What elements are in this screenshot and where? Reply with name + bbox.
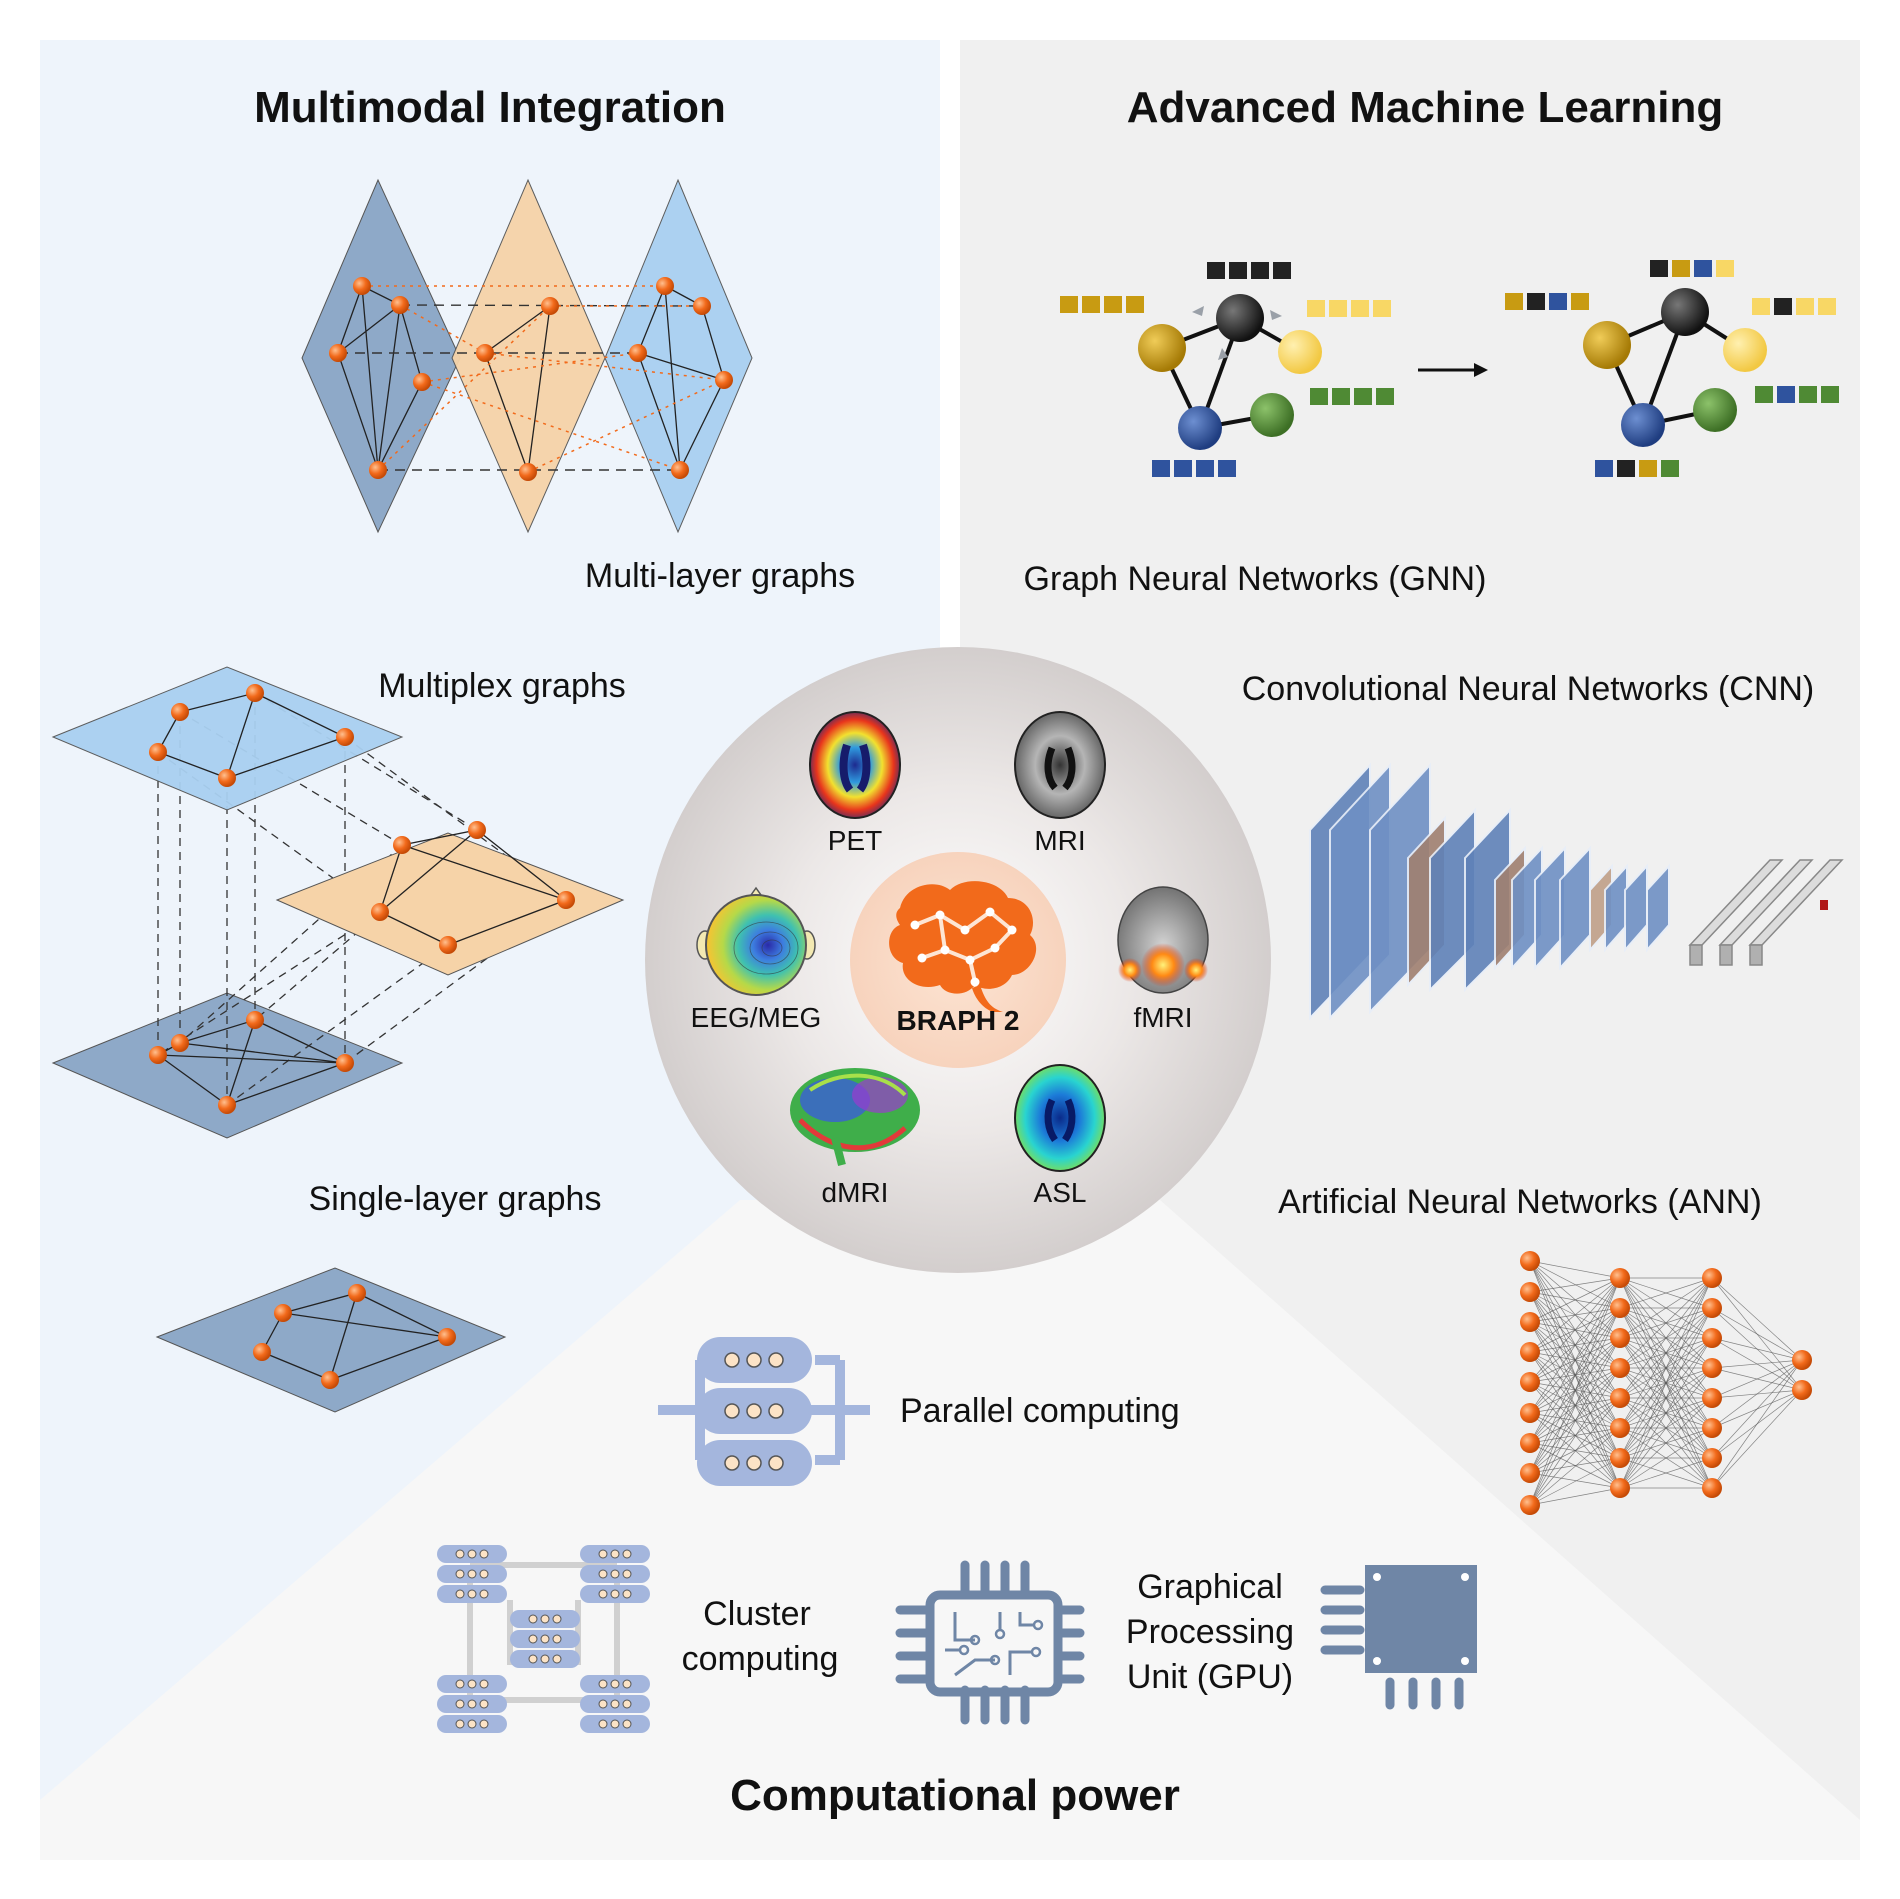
ann-figure xyxy=(1520,1251,1812,1515)
single-layer-nodes xyxy=(253,1284,456,1389)
single-layer xyxy=(155,1267,507,1413)
ann-node xyxy=(1520,1342,1540,1362)
mri-scan-image xyxy=(1014,711,1106,819)
server-stack xyxy=(510,1610,580,1668)
multiplex-graph-figure xyxy=(51,666,625,1139)
gnn-figure xyxy=(1060,260,1839,477)
dmri-tractography-image xyxy=(790,1068,920,1167)
server-stack xyxy=(437,1545,507,1603)
ann-node xyxy=(1702,1418,1722,1438)
gpu-label-line3: Unit (GPU) xyxy=(1127,1658,1293,1696)
multiplex-top-layer xyxy=(51,666,404,811)
ann-node xyxy=(1610,1478,1630,1498)
multiplex-label: Multiplex graphs xyxy=(378,667,626,705)
ann-node xyxy=(1610,1328,1630,1348)
modality-mri-label: MRI xyxy=(1034,825,1085,856)
braph2-title: BRAPH 2 xyxy=(897,1005,1020,1036)
multiplex-nodes xyxy=(149,684,575,1114)
ann-node xyxy=(1702,1298,1722,1318)
modality-dmri-label: dMRI xyxy=(822,1177,889,1208)
eeg-topomap-image xyxy=(705,894,807,996)
singlelayer-graph-figure xyxy=(155,1267,507,1413)
singlelayer-label: Single-layer graphs xyxy=(309,1180,602,1218)
ann-node xyxy=(1610,1388,1630,1408)
cnn-figure xyxy=(1309,762,1844,1021)
gnn-label: Graph Neural Networks (GNN) xyxy=(1024,560,1487,598)
modality-asl-label: ASL xyxy=(1034,1177,1087,1208)
parallel-computing-label: Parallel computing xyxy=(900,1392,1180,1430)
ann-node xyxy=(1520,1312,1540,1332)
server-stack xyxy=(437,1675,507,1733)
cnn-label: Convolutional Neural Networks (CNN) xyxy=(1242,670,1815,708)
inter-layer-dotted xyxy=(362,285,725,473)
ann-node xyxy=(1610,1448,1630,1468)
ann-node xyxy=(1792,1350,1812,1370)
ann-node xyxy=(1792,1380,1812,1400)
cluster-computing-icon xyxy=(437,1545,650,1733)
server-stack xyxy=(580,1545,650,1603)
ann-node xyxy=(1702,1358,1722,1378)
ann-node xyxy=(1610,1418,1630,1438)
brain-silhouette xyxy=(889,881,1037,994)
modality-pet-label: PET xyxy=(828,825,882,856)
ann-node xyxy=(1520,1495,1540,1515)
compute-title: Computational power xyxy=(730,1771,1180,1820)
ann-label: Artificial Neural Networks (ANN) xyxy=(1278,1183,1762,1221)
ann-node xyxy=(1520,1463,1540,1483)
ann-node xyxy=(1520,1433,1540,1453)
intra-layer-edges xyxy=(337,285,725,473)
gpu-label-line1: Graphical xyxy=(1137,1568,1283,1606)
cpu-chip-icon xyxy=(895,1560,1085,1725)
asl-scan-image xyxy=(1014,1064,1106,1172)
pet-scan-image xyxy=(809,711,901,819)
ann-node xyxy=(1610,1268,1630,1288)
cluster-label-line2: computing xyxy=(682,1640,839,1678)
modality-eeg-meg-label: EEG/MEG xyxy=(691,1002,822,1033)
ann-node xyxy=(1520,1282,1540,1302)
modality-fmri-label: fMRI xyxy=(1133,1002,1192,1033)
layer-peach xyxy=(451,178,606,534)
ann-node xyxy=(1520,1251,1540,1271)
layer-light xyxy=(604,178,753,534)
ann-node xyxy=(1520,1372,1540,1392)
braph2-hub: BRAPH 2 PET MRI EEG/MEG fMRI xyxy=(645,647,1271,1273)
cluster-label-line1: Cluster xyxy=(703,1595,811,1633)
server-stack xyxy=(580,1675,650,1733)
ann-node xyxy=(1610,1298,1630,1318)
ann-node xyxy=(1520,1403,1540,1423)
gpu-card-icon xyxy=(1320,1565,1477,1710)
gpu-label-line2: Processing xyxy=(1126,1613,1294,1651)
multiplex-middle-layer xyxy=(275,832,625,976)
brain-network-icon xyxy=(889,881,1037,1012)
ann-node xyxy=(1702,1448,1722,1468)
multilayer-nodes xyxy=(329,277,733,481)
ann-node xyxy=(1702,1478,1722,1498)
multilayer-label: Multi-layer graphs xyxy=(585,557,855,595)
multimodal-title: Multimodal Integration xyxy=(254,83,726,132)
layer-dark xyxy=(301,178,461,534)
ann-node xyxy=(1702,1388,1722,1408)
ml-title: Advanced Machine Learning xyxy=(1127,83,1724,132)
ann-node xyxy=(1702,1328,1722,1348)
parallel-computing-icon xyxy=(658,1337,870,1486)
multilayer-graph-figure xyxy=(301,178,753,534)
ann-node xyxy=(1702,1268,1722,1288)
ann-node xyxy=(1610,1358,1630,1378)
